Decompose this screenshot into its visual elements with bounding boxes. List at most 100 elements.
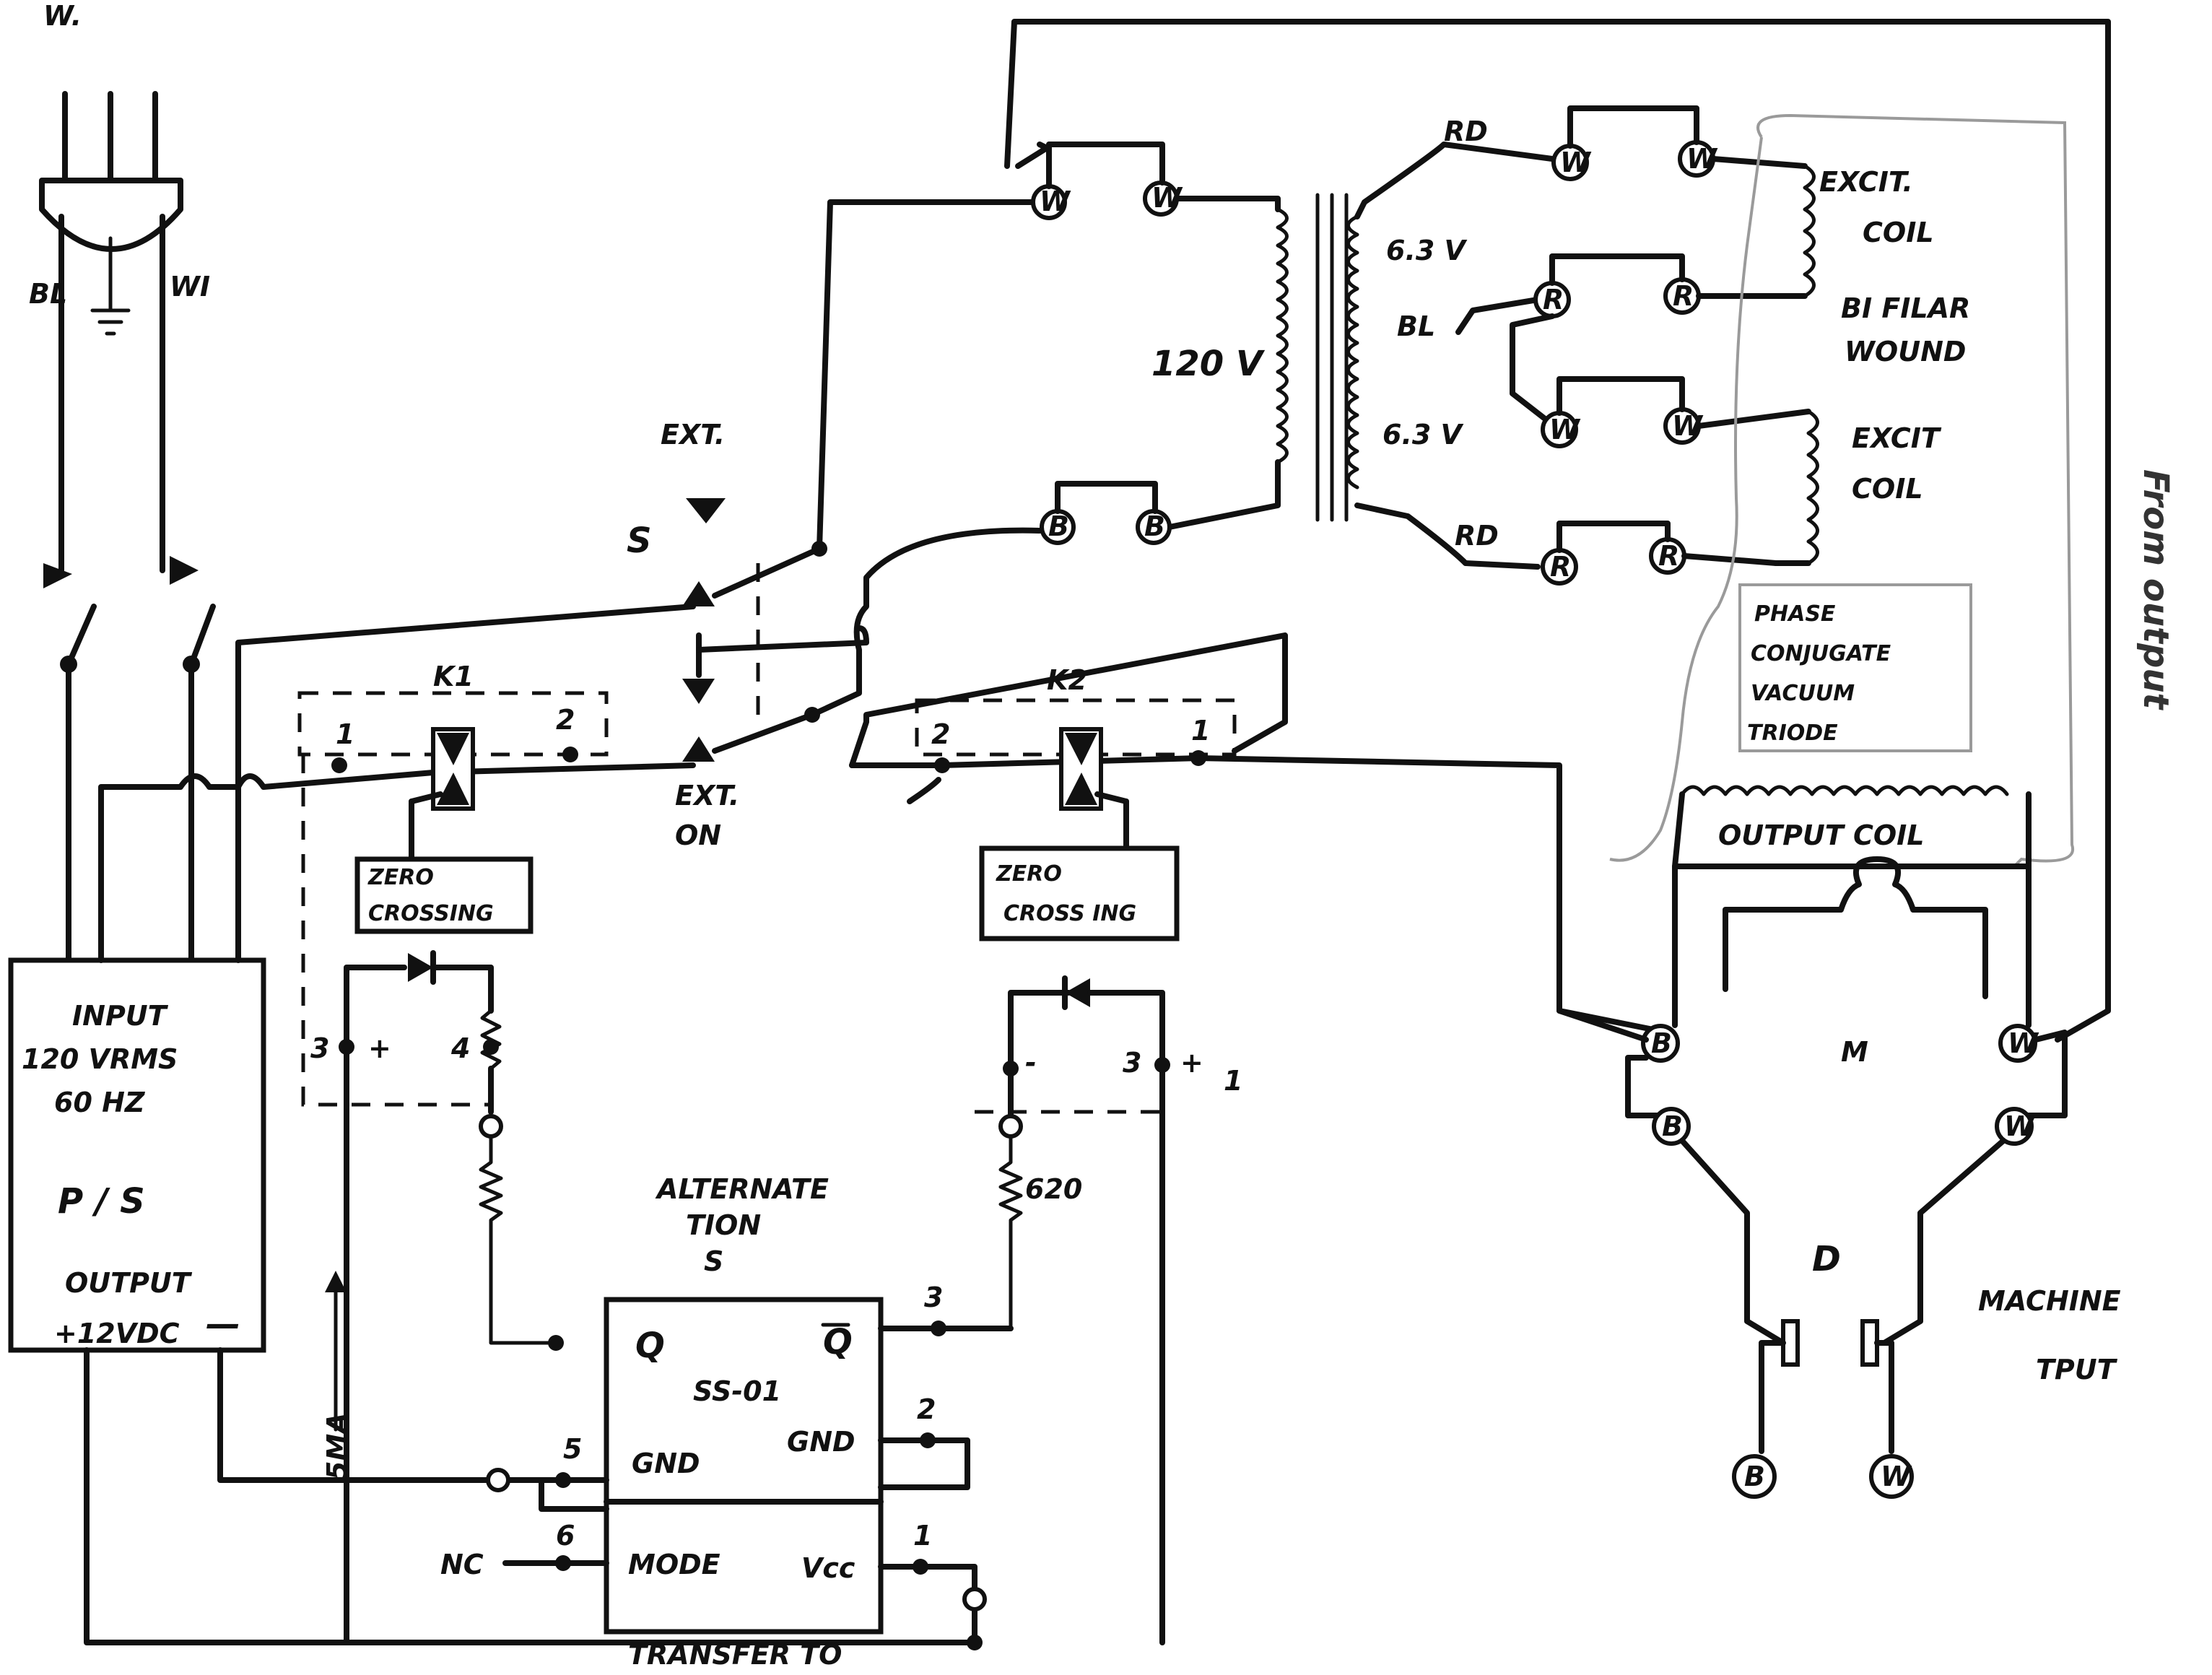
right-pin3: 3: [1123, 1047, 1141, 1079]
term-b-2: B: [1144, 510, 1165, 542]
pcvt-line-2: CONJUGATE: [1751, 641, 1891, 666]
term-w-5: W: [1549, 414, 1581, 445]
term-b-4: B: [1662, 1110, 1683, 1142]
m-label: M: [1841, 1036, 1868, 1068]
alt-label-2: TION: [686, 1209, 761, 1241]
k1-relay-outline: [297, 691, 609, 757]
k1-label: K1: [433, 661, 474, 692]
term-w-1: W: [1040, 186, 1071, 217]
k2-pin2: 2: [931, 718, 950, 750]
left-pin3: 3: [310, 1032, 329, 1064]
machine-label-1: MACHINE: [1978, 1285, 2121, 1317]
alt-label-1: ALTERNATE: [655, 1173, 829, 1205]
ps-line-2: 120 VRMS: [22, 1043, 178, 1075]
pcvt-line-4: TRIODE: [1747, 721, 1838, 746]
zero-crossing-1-box: [354, 856, 534, 934]
bl-tap-label: BL: [1397, 310, 1435, 342]
alt-label-3: S: [704, 1245, 723, 1277]
pencil-outline: [1756, 113, 2075, 868]
zc2-line-b: CROSS ING: [1003, 901, 1136, 926]
pcvt-line-3: VACUUM: [1751, 681, 1855, 706]
r620-label: 620: [1025, 1173, 1082, 1205]
pcvt-label-box: [1738, 583, 1972, 752]
pin3-label: 3: [924, 1282, 943, 1313]
excit2-line-a: EXCIT: [1852, 422, 1942, 454]
machine-label-2: TPUT: [2036, 1354, 2118, 1385]
pin6-label: 6: [556, 1520, 575, 1552]
chip-gnd-left: GND: [632, 1448, 700, 1479]
excit1-line-b: COIL: [1863, 217, 1934, 248]
ext-on-label-2: ON: [675, 819, 721, 851]
ps-line-6: +12VDC: [54, 1318, 180, 1349]
ac-plug: [39, 91, 183, 336]
term-b-3: B: [1651, 1027, 1672, 1059]
excit2-line-b: COIL: [1852, 473, 1923, 505]
pin1-label: 1: [913, 1520, 932, 1552]
mains-switch: [43, 556, 216, 963]
pin2-label: 2: [917, 1393, 936, 1425]
excit1-line-a: EXCIT.: [1819, 166, 1913, 198]
ps-minus: —: [206, 1304, 240, 1344]
left-pin4: 4: [450, 1032, 470, 1064]
right-one: 1: [1224, 1065, 1242, 1097]
chip-name: SS-01: [693, 1375, 781, 1407]
corner-w-label: W.: [43, 0, 82, 32]
chip-gnd-right: GND: [787, 1426, 855, 1458]
term-w-7: W: [2008, 1027, 2039, 1059]
rd-top-label: RD: [1444, 116, 1488, 147]
bifilar-line-b: WOUND: [1845, 336, 1966, 367]
zc1-line-b: CROSSING: [368, 901, 494, 926]
term-r-4: R: [1658, 540, 1679, 572]
pin5-label: 5: [563, 1433, 582, 1465]
ps-line-5: OUTPUT: [65, 1267, 193, 1299]
zc1-line-a: ZERO: [367, 865, 434, 890]
output-coil-winding: [1680, 785, 2009, 796]
term-b-5: B: [1744, 1461, 1765, 1492]
chip-vcc: Vcc: [801, 1552, 855, 1584]
term-r-3: R: [1550, 551, 1571, 583]
term-b-1: B: [1048, 510, 1069, 542]
term-r-1: R: [1543, 284, 1564, 316]
term-w-9: W: [1881, 1461, 1912, 1492]
k2-relay-outline: [915, 698, 1237, 757]
ext-top-label: EXT.: [661, 419, 725, 451]
k1-triac: [409, 727, 475, 862]
switch-s-label: S: [627, 521, 652, 561]
pcvt-line-1: PHASE: [1754, 601, 1836, 627]
left-plus: +: [368, 1032, 391, 1064]
v120-label: 120 V: [1151, 344, 1266, 384]
zero-crossing-2-box: [979, 845, 1180, 941]
right-plus: +: [1180, 1047, 1203, 1079]
ps-line-3: 60 HZ: [54, 1087, 146, 1118]
rd-bottom-label: RD: [1455, 520, 1499, 552]
from-output-note: From output: [2135, 469, 2176, 711]
ps-line-1: INPUT: [72, 1000, 169, 1032]
bifilar-line-a: BI FILAR: [1841, 292, 1970, 324]
chip-qbar: Q: [823, 1322, 853, 1362]
v63b-label: 6.3 V: [1382, 419, 1464, 451]
power-supply-box: [8, 957, 266, 1353]
chip-q: Q: [635, 1326, 665, 1366]
current-5ma-label: 5MA: [321, 1412, 353, 1480]
term-r-2: R: [1673, 280, 1694, 312]
k1-pin1: 1: [336, 718, 354, 750]
ss01-chip: [604, 1297, 884, 1635]
transfer-label: TRANSFER TO: [628, 1639, 842, 1671]
chip-mode: MODE: [628, 1549, 720, 1580]
right-minus: -: [1025, 1047, 1037, 1079]
ps-line-4: P / S: [58, 1181, 145, 1222]
k1-pin2: 2: [556, 704, 575, 736]
term-w-8: W: [2004, 1110, 2036, 1142]
ext-arrow-down: [686, 498, 726, 523]
output-coil-label: OUTPUT COIL: [1718, 819, 1924, 851]
plug-wi-label: WI: [170, 271, 210, 303]
term-w-3: W: [1560, 147, 1592, 178]
k2-triac: [1059, 727, 1129, 851]
ext-on-label-1: EXT.: [675, 780, 739, 812]
zc2-line-a: ZERO: [996, 861, 1062, 887]
d-label: D: [1812, 1239, 1841, 1279]
nc-label: NC: [440, 1549, 484, 1580]
k2-pin1: 1: [1191, 715, 1210, 747]
v63a-label: 6.3 V: [1386, 235, 1468, 266]
